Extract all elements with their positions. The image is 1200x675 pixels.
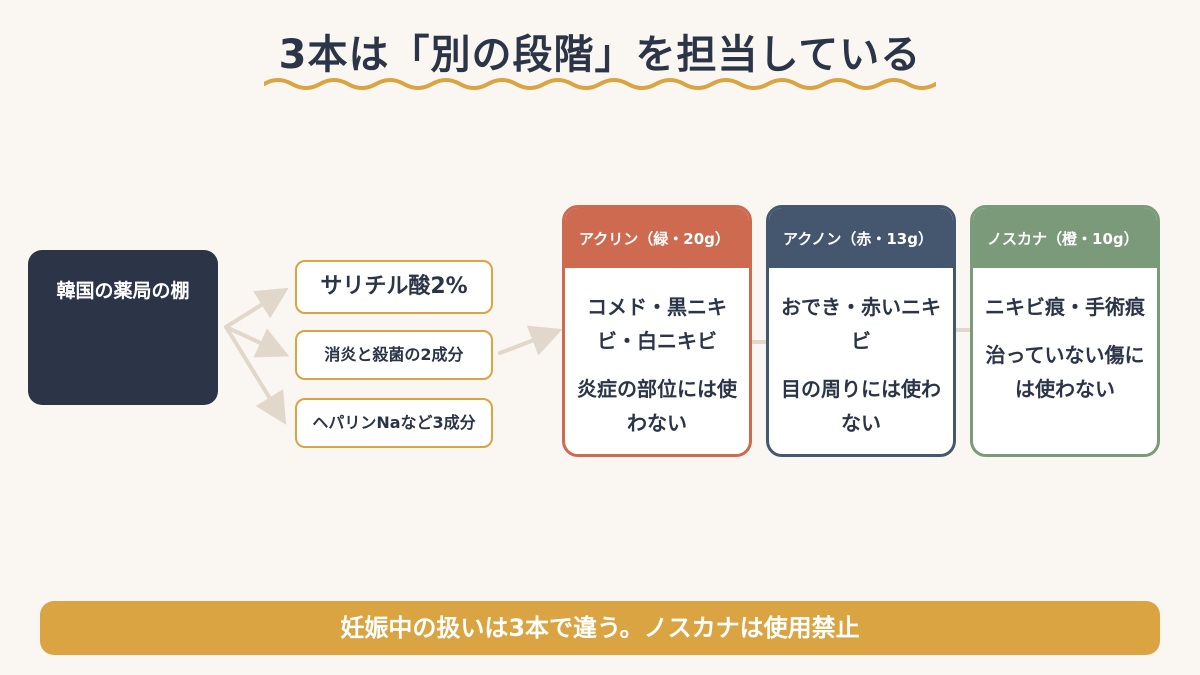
product-card-use: おでき・赤いニキビ [781, 295, 941, 353]
pharmacy-shelf-label: 韓国の薬局の棚 [56, 280, 190, 302]
arrow-to-product-cards [498, 325, 563, 356]
product-card-use: ニキビ痕・手術痕 [985, 295, 1145, 319]
product-card-acnon: アクノン（赤・13g） おでき・赤いニキビ 目の周りには使わない [766, 205, 956, 457]
product-card-header: ノスカナ（橙・10g） [973, 208, 1157, 268]
product-card-noscana: ノスカナ（橙・10g） ニキビ痕・手術痕 治っていない傷には使わない [970, 205, 1160, 457]
pregnancy-note-banner: 妊娠中の扱いは3本で違う。ノスカナは使用禁止 [40, 601, 1160, 655]
product-card-header: アクノン（赤・13g） [769, 208, 953, 268]
product-card-warning: 炎症の部位には使わない [577, 377, 737, 435]
product-card-use: コメド・黒ニキビ・白ニキビ [587, 295, 727, 353]
ingredient-heparin: ヘパリンNaなど3成分 [295, 398, 493, 448]
product-card-acrin: アクリン（緑・20g） コメド・黒ニキビ・白ニキビ 炎症の部位には使わない [562, 205, 752, 457]
ingredient-anti-inflammatory: 消炎と殺菌の2成分 [295, 330, 493, 380]
product-card-warning: 目の周りには使わない [781, 377, 941, 435]
title-underline-wave [264, 78, 936, 90]
ingredient-salicylic-acid: サリチル酸2% [295, 260, 493, 314]
product-card-header: アクリン（緑・20g） [565, 208, 749, 268]
page-title: 3本は「別の段階」を担当している [278, 32, 922, 78]
arrow-to-ingredient-2 [224, 325, 290, 358]
product-card-warning: 治っていない傷には使わない [985, 343, 1145, 401]
arrow-to-ingredient-3 [224, 325, 287, 425]
pharmacy-shelf-box: 韓国の薬局の棚 [28, 250, 218, 405]
arrow-to-ingredient-1 [224, 287, 289, 329]
